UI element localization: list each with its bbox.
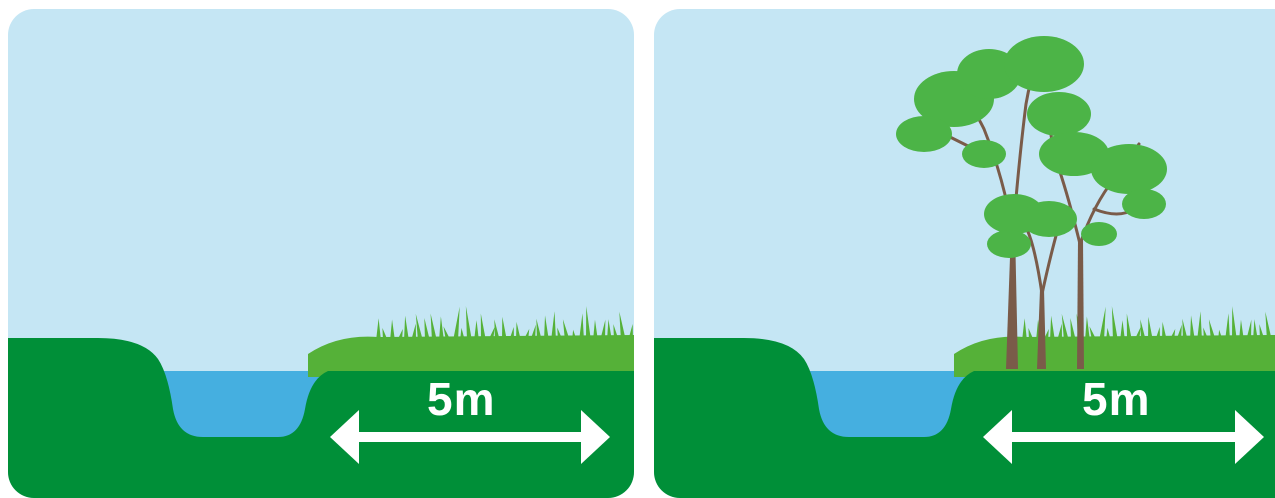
panel-without-trees: 5m xyxy=(8,9,634,498)
panel-with-trees: 5m xyxy=(654,9,1275,498)
distance-label: 5m xyxy=(1082,376,1150,422)
distance-label: 5m xyxy=(427,376,495,422)
riverbank-scene xyxy=(654,9,1275,498)
riverbank-scene xyxy=(8,9,634,498)
